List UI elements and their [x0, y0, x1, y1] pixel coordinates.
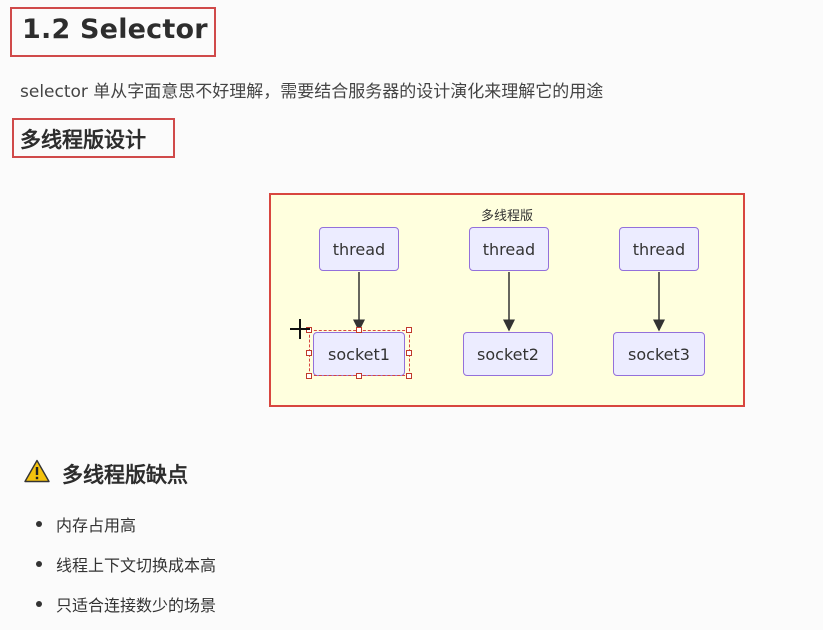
resize-handle[interactable]	[406, 327, 412, 333]
drawback-item: 内存占用高	[56, 516, 137, 535]
drawback-item: 只适合连接数少的场景	[56, 596, 217, 615]
page-title: 1.2 Selector	[22, 14, 208, 45]
diagram-arrows	[353, 272, 665, 332]
section-highlight-box	[12, 118, 175, 158]
bullet-icon	[36, 521, 42, 527]
resize-handle[interactable]	[306, 327, 312, 333]
drawbacks-title: 多线程版缺点	[62, 463, 188, 487]
section-title: 多线程版设计	[20, 128, 146, 152]
socket-node-3[interactable]: socket3	[613, 332, 705, 376]
resize-handle[interactable]	[306, 350, 312, 356]
crosshair-cursor-icon	[299, 319, 301, 339]
bullet-icon	[36, 601, 42, 607]
resize-handle[interactable]	[356, 373, 362, 379]
warning-icon	[24, 459, 50, 483]
resize-handle[interactable]	[406, 373, 412, 379]
resize-handle[interactable]	[356, 327, 362, 333]
resize-handle[interactable]	[306, 373, 312, 379]
cluster-label: 多线程版	[480, 209, 533, 224]
thread-node-2[interactable]: thread	[469, 227, 549, 271]
multithread-diagram: 多线程版 thread thread thread socket1 socket…	[269, 193, 745, 407]
selection-outline[interactable]	[309, 330, 410, 376]
intro-paragraph: selector 单从字面意思不好理解，需要结合服务器的设计演化来理解它的用途	[20, 82, 604, 102]
bullet-icon	[36, 561, 42, 567]
thread-node-1[interactable]: thread	[319, 227, 399, 271]
drawback-item: 线程上下文切换成本高	[56, 556, 217, 575]
socket-node-2[interactable]: socket2	[463, 332, 553, 376]
heading-highlight-box	[10, 7, 216, 57]
thread-node-3[interactable]: thread	[619, 227, 699, 271]
resize-handle[interactable]	[406, 350, 412, 356]
